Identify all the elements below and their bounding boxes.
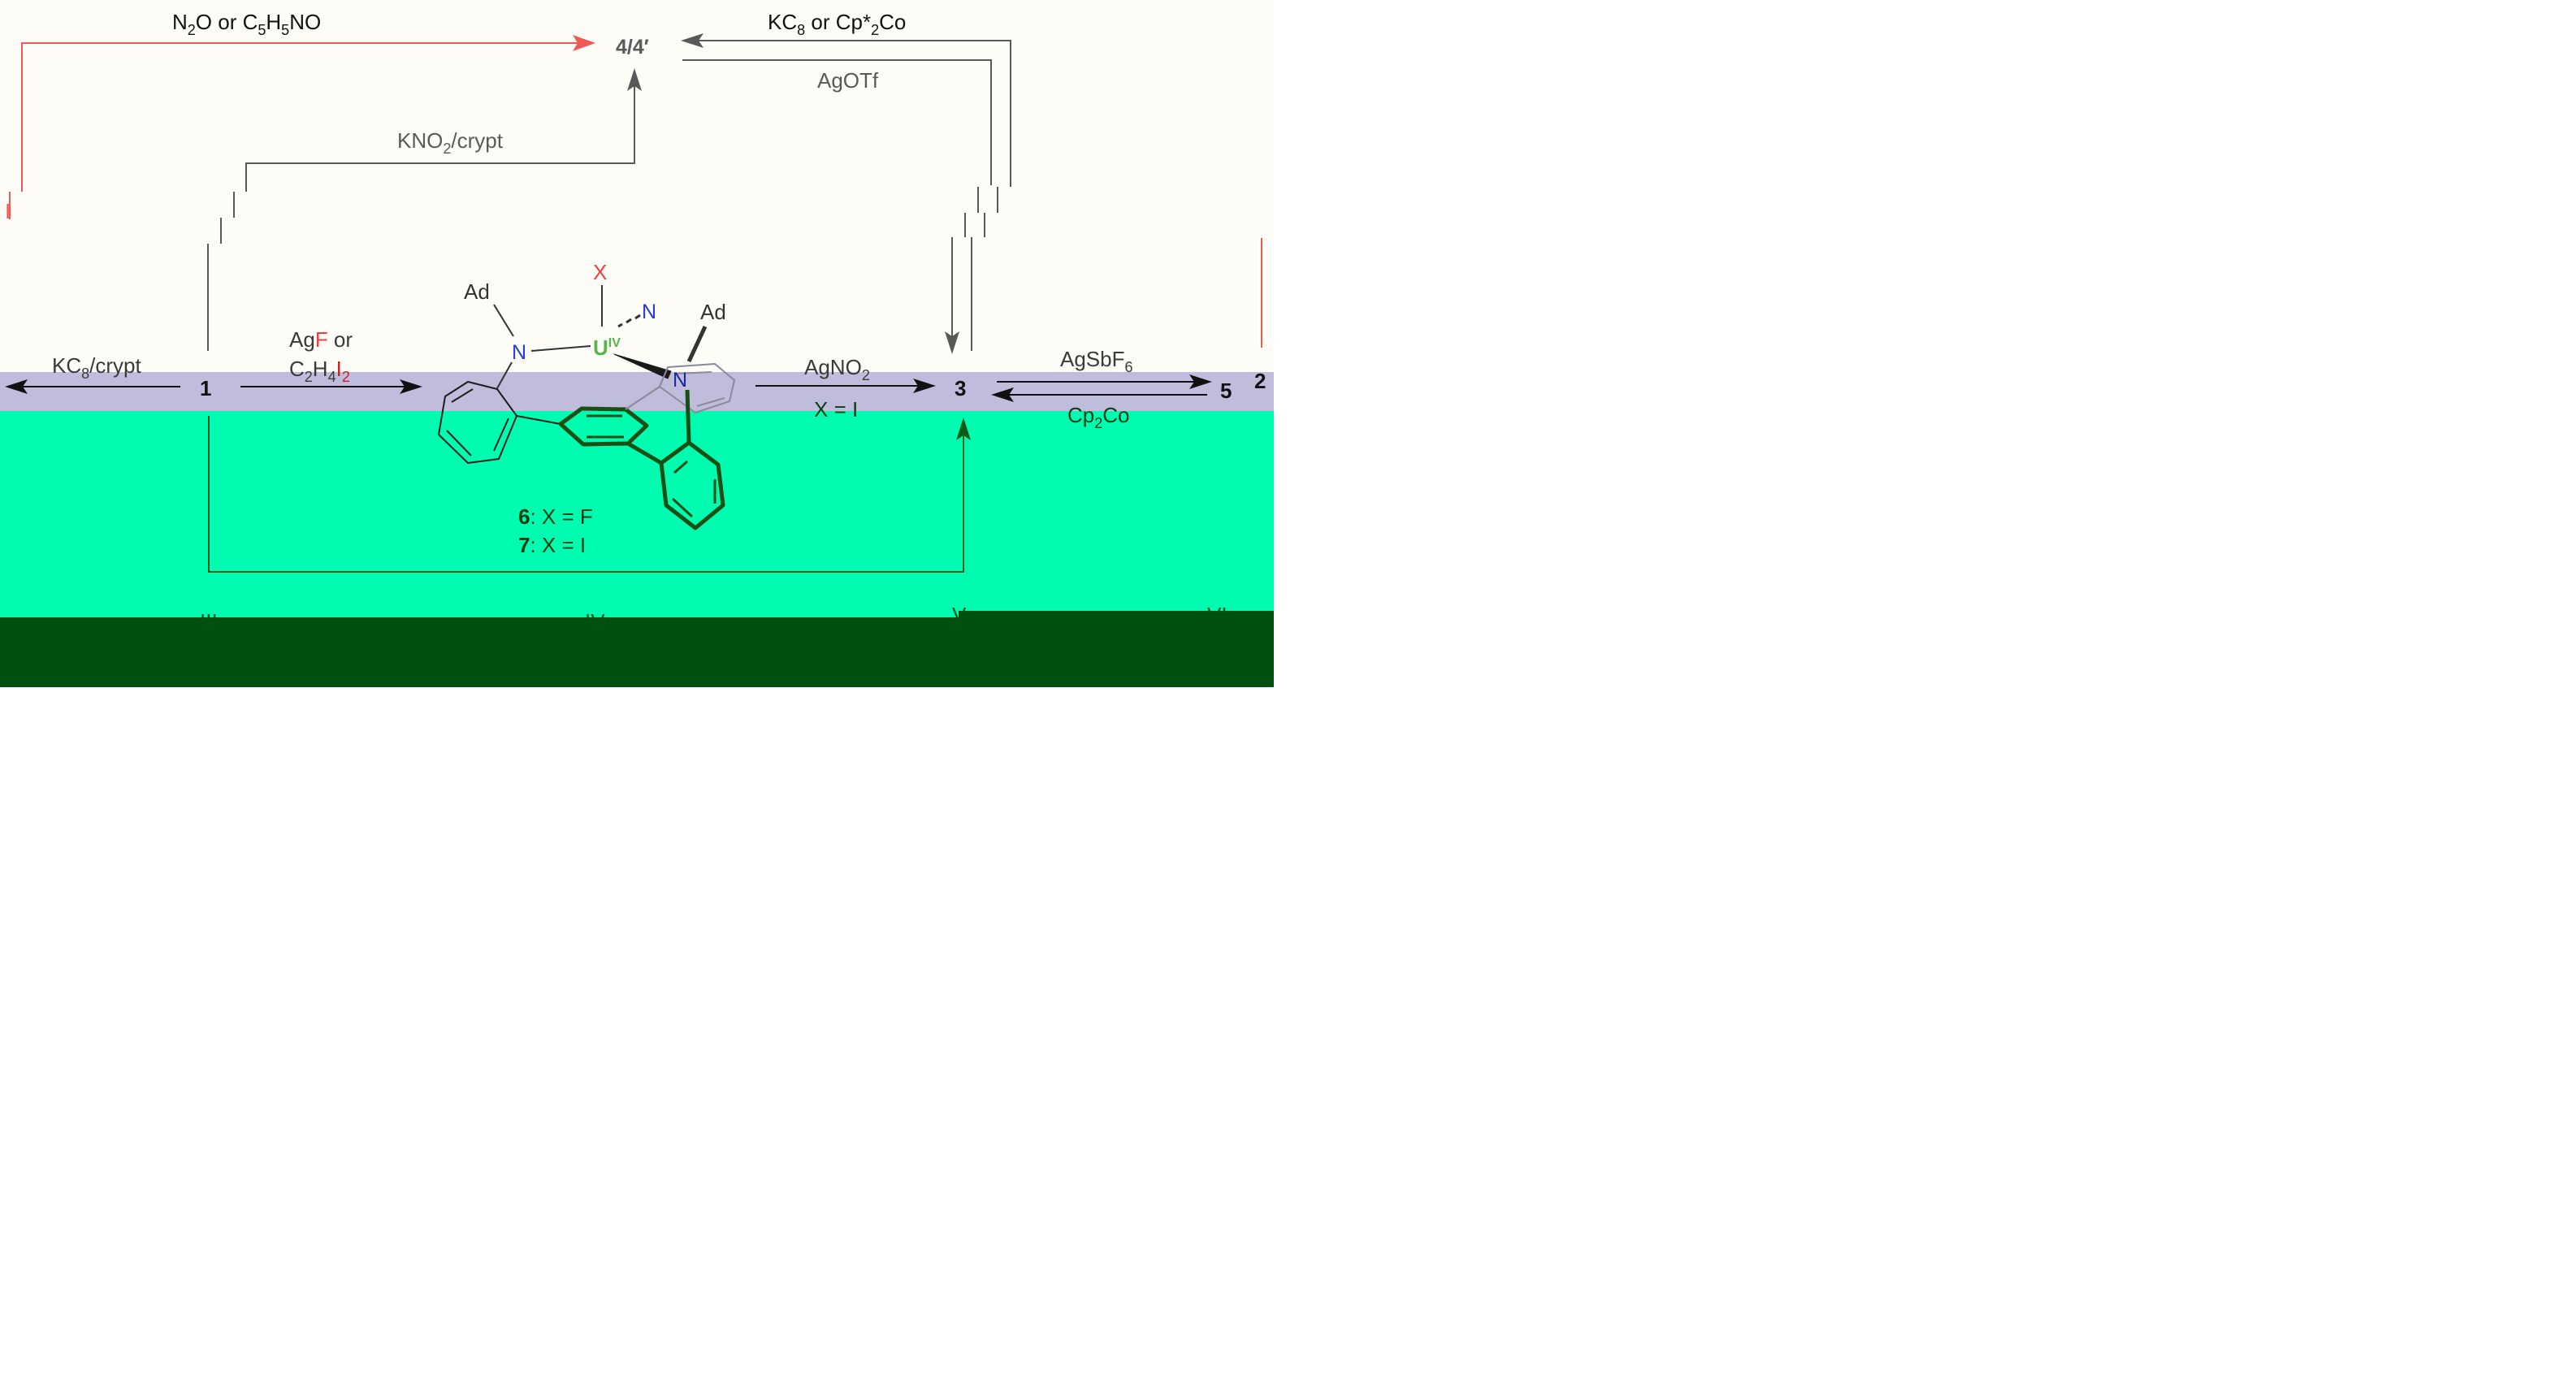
label-cp2co: Cp2Co: [1067, 403, 1130, 431]
label-compound-7: 7: X = I: [518, 533, 586, 557]
compound-5: 5: [1220, 379, 1232, 403]
band-purple: [0, 372, 1274, 411]
arrow-kc8-left: [5, 379, 180, 394]
label-kno2-crypt: KNO2/crypt: [397, 128, 504, 157]
grey-arrow-kno2: [207, 68, 642, 351]
compound-1: 1: [200, 376, 211, 400]
grey-arrow-4-to-3: [682, 59, 992, 354]
green-arrow-1-to-3: [208, 416, 971, 573]
label-compound-6: 6: X = F: [518, 504, 593, 529]
arrow-3-to-5: [997, 374, 1212, 389]
label-agotf: AgOTf: [817, 68, 879, 93]
molecule-bonds: [438, 285, 735, 530]
arrow-1-to-67: [240, 379, 422, 394]
atom-n-right: N: [673, 369, 687, 392]
arrow-5-to-3: [991, 387, 1207, 402]
arrow-7-to-3: [755, 379, 936, 393]
compound-2: 2: [1254, 369, 1266, 393]
label-c2h4i2: C2H4I2: [289, 357, 350, 385]
reaction-scheme: N2O or C5H5NO KC8 or Cp*2Co 4/4′ AgOTf K…: [0, 0, 1274, 687]
compound-3: 3: [955, 376, 966, 400]
label-n2o-or-pyno: N2O or C5H5NO: [172, 10, 321, 38]
label-ad-left: Ad: [464, 279, 490, 304]
band-green: [0, 411, 1274, 617]
label-agf-or: AgF or: [289, 327, 353, 352]
grey-arrow-3-to-4: [681, 33, 1011, 351]
label-x-eq-i: X = I: [814, 397, 858, 422]
dark-band-cover-step: [959, 611, 1274, 619]
atom-n-left: N: [512, 341, 526, 364]
fragment-roman-i-left: I: [5, 199, 11, 223]
label-ad-right: Ad: [700, 300, 726, 324]
label-kc8-or-cp2co: KC8 or Cp*2Co: [768, 10, 906, 38]
label-agno2: AgNO2: [804, 355, 870, 383]
atom-n-top: N: [642, 301, 656, 323]
red-arrow-1-to-4: [21, 35, 595, 192]
label-kc8-crypt: KC8/crypt: [52, 353, 141, 382]
atom-uranium: UIV: [593, 335, 621, 360]
compound-4-4prime: 4/4′: [616, 36, 649, 58]
atom-x: X: [593, 260, 607, 284]
label-agsbf6: AgSbF6: [1060, 347, 1133, 375]
dark-band-cover: [0, 617, 1274, 687]
